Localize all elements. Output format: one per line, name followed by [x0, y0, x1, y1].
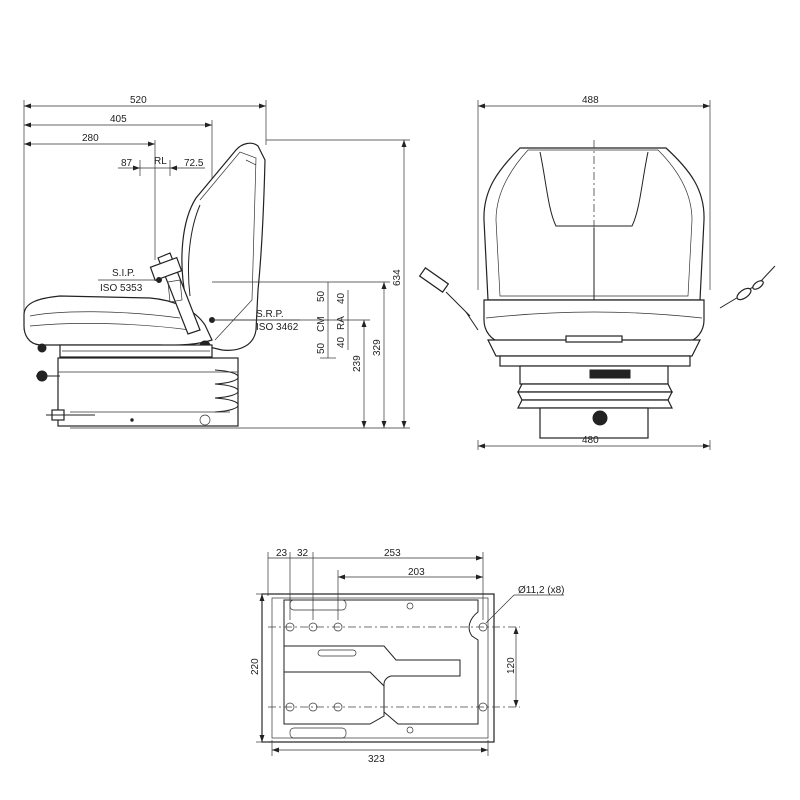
mount-hole — [308, 702, 318, 712]
dim-height-overall: 634 — [392, 140, 407, 428]
dim-height-239: 239 — [212, 319, 370, 428]
dim-23: 23 — [268, 548, 290, 559]
base-plate-view: 23 32 253 203 Ø11,2 (x8) — [250, 548, 565, 765]
dim-cm-label: CM — [316, 316, 327, 332]
suspension-base-front — [539, 407, 649, 439]
dim-rl-label: RL — [154, 156, 167, 167]
front-view: 488 — [418, 95, 776, 450]
dim-520-label: 520 — [130, 95, 147, 106]
dim-height-329: 329 — [372, 282, 387, 428]
dim-width-bottom: 480 — [478, 435, 710, 449]
lever-left-front — [418, 267, 479, 331]
mount-hole — [478, 622, 488, 632]
sip-std-label: ISO 5353 — [100, 283, 143, 294]
dim-280-label: 280 — [82, 133, 99, 144]
dim-ra-up-label: 40 — [336, 292, 347, 304]
seat-frame-front — [499, 355, 691, 367]
dim-23-label: 23 — [276, 548, 288, 559]
dim-rl: 87 RL 72.5 — [118, 156, 205, 176]
dim-634-label: 634 — [392, 269, 403, 286]
mount-hole — [285, 622, 295, 632]
dim-203: 203 — [338, 567, 483, 580]
dim-width-280: 280 — [24, 133, 155, 147]
side-view: 520 405 280 87 RL 72.5 — [23, 95, 410, 429]
dim-32: 32 — [290, 548, 313, 559]
dim-width-405: 405 — [24, 114, 212, 128]
hole-callout: Ø11,2 (x8) — [485, 585, 565, 624]
srp-std-label: ISO 3462 — [256, 322, 299, 333]
dim-cm-up-label: 50 — [316, 290, 327, 302]
dim-rl-back-label: 72.5 — [184, 158, 204, 169]
dim-203-label: 203 — [408, 567, 425, 578]
lever-right-front — [719, 265, 776, 309]
base-plate-outline — [261, 593, 495, 743]
backrest-side — [181, 142, 266, 351]
dim-239-label: 239 — [352, 355, 363, 372]
sip-label: S.I.P. — [112, 268, 135, 279]
dim-220: 220 — [250, 593, 268, 743]
dim-488-label: 488 — [582, 95, 599, 106]
mount-hole — [333, 622, 343, 632]
mount-hole — [333, 702, 343, 712]
dim-cm-down-label: 50 — [316, 342, 327, 354]
dim-220-label: 220 — [250, 658, 261, 675]
mount-hole — [478, 702, 488, 712]
dim-323-label: 323 — [368, 754, 385, 765]
dim-253: 253 — [313, 548, 483, 561]
hole-callout-label: Ø11,2 (x8) — [518, 585, 565, 596]
dim-323: 323 — [271, 740, 489, 765]
mount-hole — [308, 622, 318, 632]
dim-cm-ra: 50 CM 50 40 RA 40 — [316, 282, 349, 359]
dim-width-overall: 520 — [24, 95, 266, 109]
dim-ra-label: RA — [336, 316, 347, 330]
dim-ra-down-label: 40 — [336, 336, 347, 348]
dim-rl-fwd-label: 87 — [121, 158, 133, 169]
dim-32-label: 32 — [297, 548, 309, 559]
dim-width-top: 488 — [478, 95, 710, 109]
dim-329-label: 329 — [372, 339, 383, 356]
dim-480-label: 480 — [582, 435, 599, 446]
srp-label: S.R.P. — [256, 309, 284, 320]
dim-253-label: 253 — [384, 548, 401, 559]
mount-hole — [285, 702, 295, 712]
suspension-bellows-side — [36, 357, 239, 427]
dim-120-label: 120 — [506, 657, 517, 674]
sip-marker: S.I.P. ISO 5353 — [98, 268, 162, 294]
dim-120: 120 — [506, 627, 519, 707]
dim-405-label: 405 — [110, 114, 127, 125]
seat-cushion-side — [23, 295, 213, 346]
